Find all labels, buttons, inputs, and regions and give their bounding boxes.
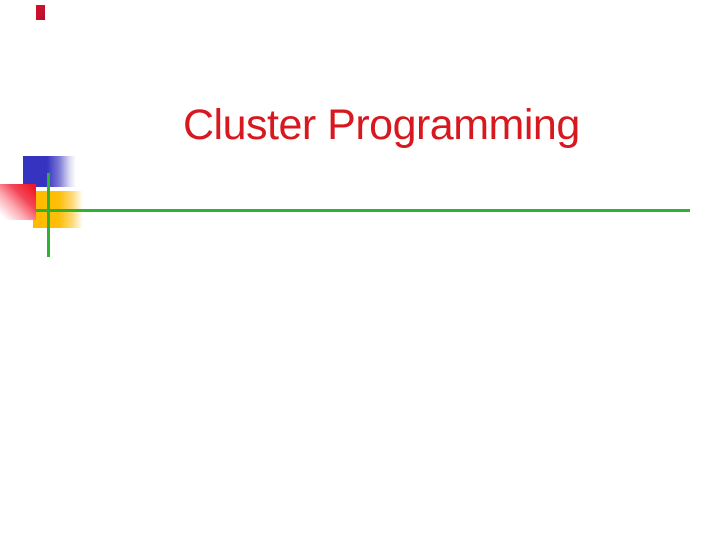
slide-title: Cluster Programming: [183, 101, 580, 149]
green-vertical-line: [47, 173, 50, 257]
green-horizontal-line: [36, 209, 690, 212]
red-gradient-square: [0, 184, 36, 220]
bullet-marker-icon: [36, 5, 45, 20]
